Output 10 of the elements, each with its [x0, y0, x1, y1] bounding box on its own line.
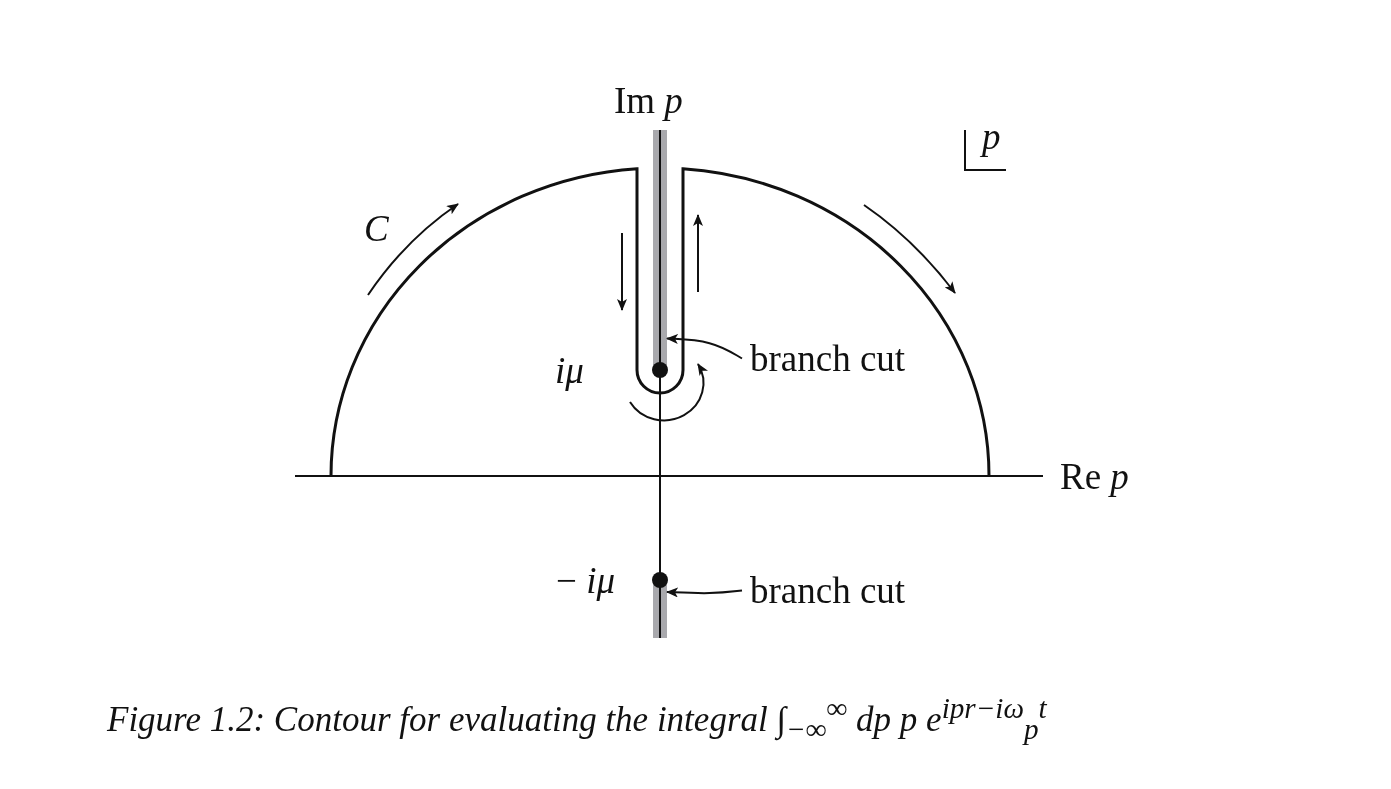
- contour-label: C: [364, 210, 389, 247]
- branch-cut-label: branch cut: [750, 340, 906, 377]
- plane-label: p: [982, 118, 1001, 155]
- branch-cut-label: branch cut: [750, 572, 906, 609]
- leader-line: [666, 334, 743, 360]
- leader-line: [666, 587, 743, 598]
- axis-label: Re p: [1060, 458, 1129, 495]
- axis-label: Im p: [614, 82, 683, 119]
- pole-label: iμ: [555, 352, 584, 389]
- pole-label: − iμ: [556, 562, 615, 599]
